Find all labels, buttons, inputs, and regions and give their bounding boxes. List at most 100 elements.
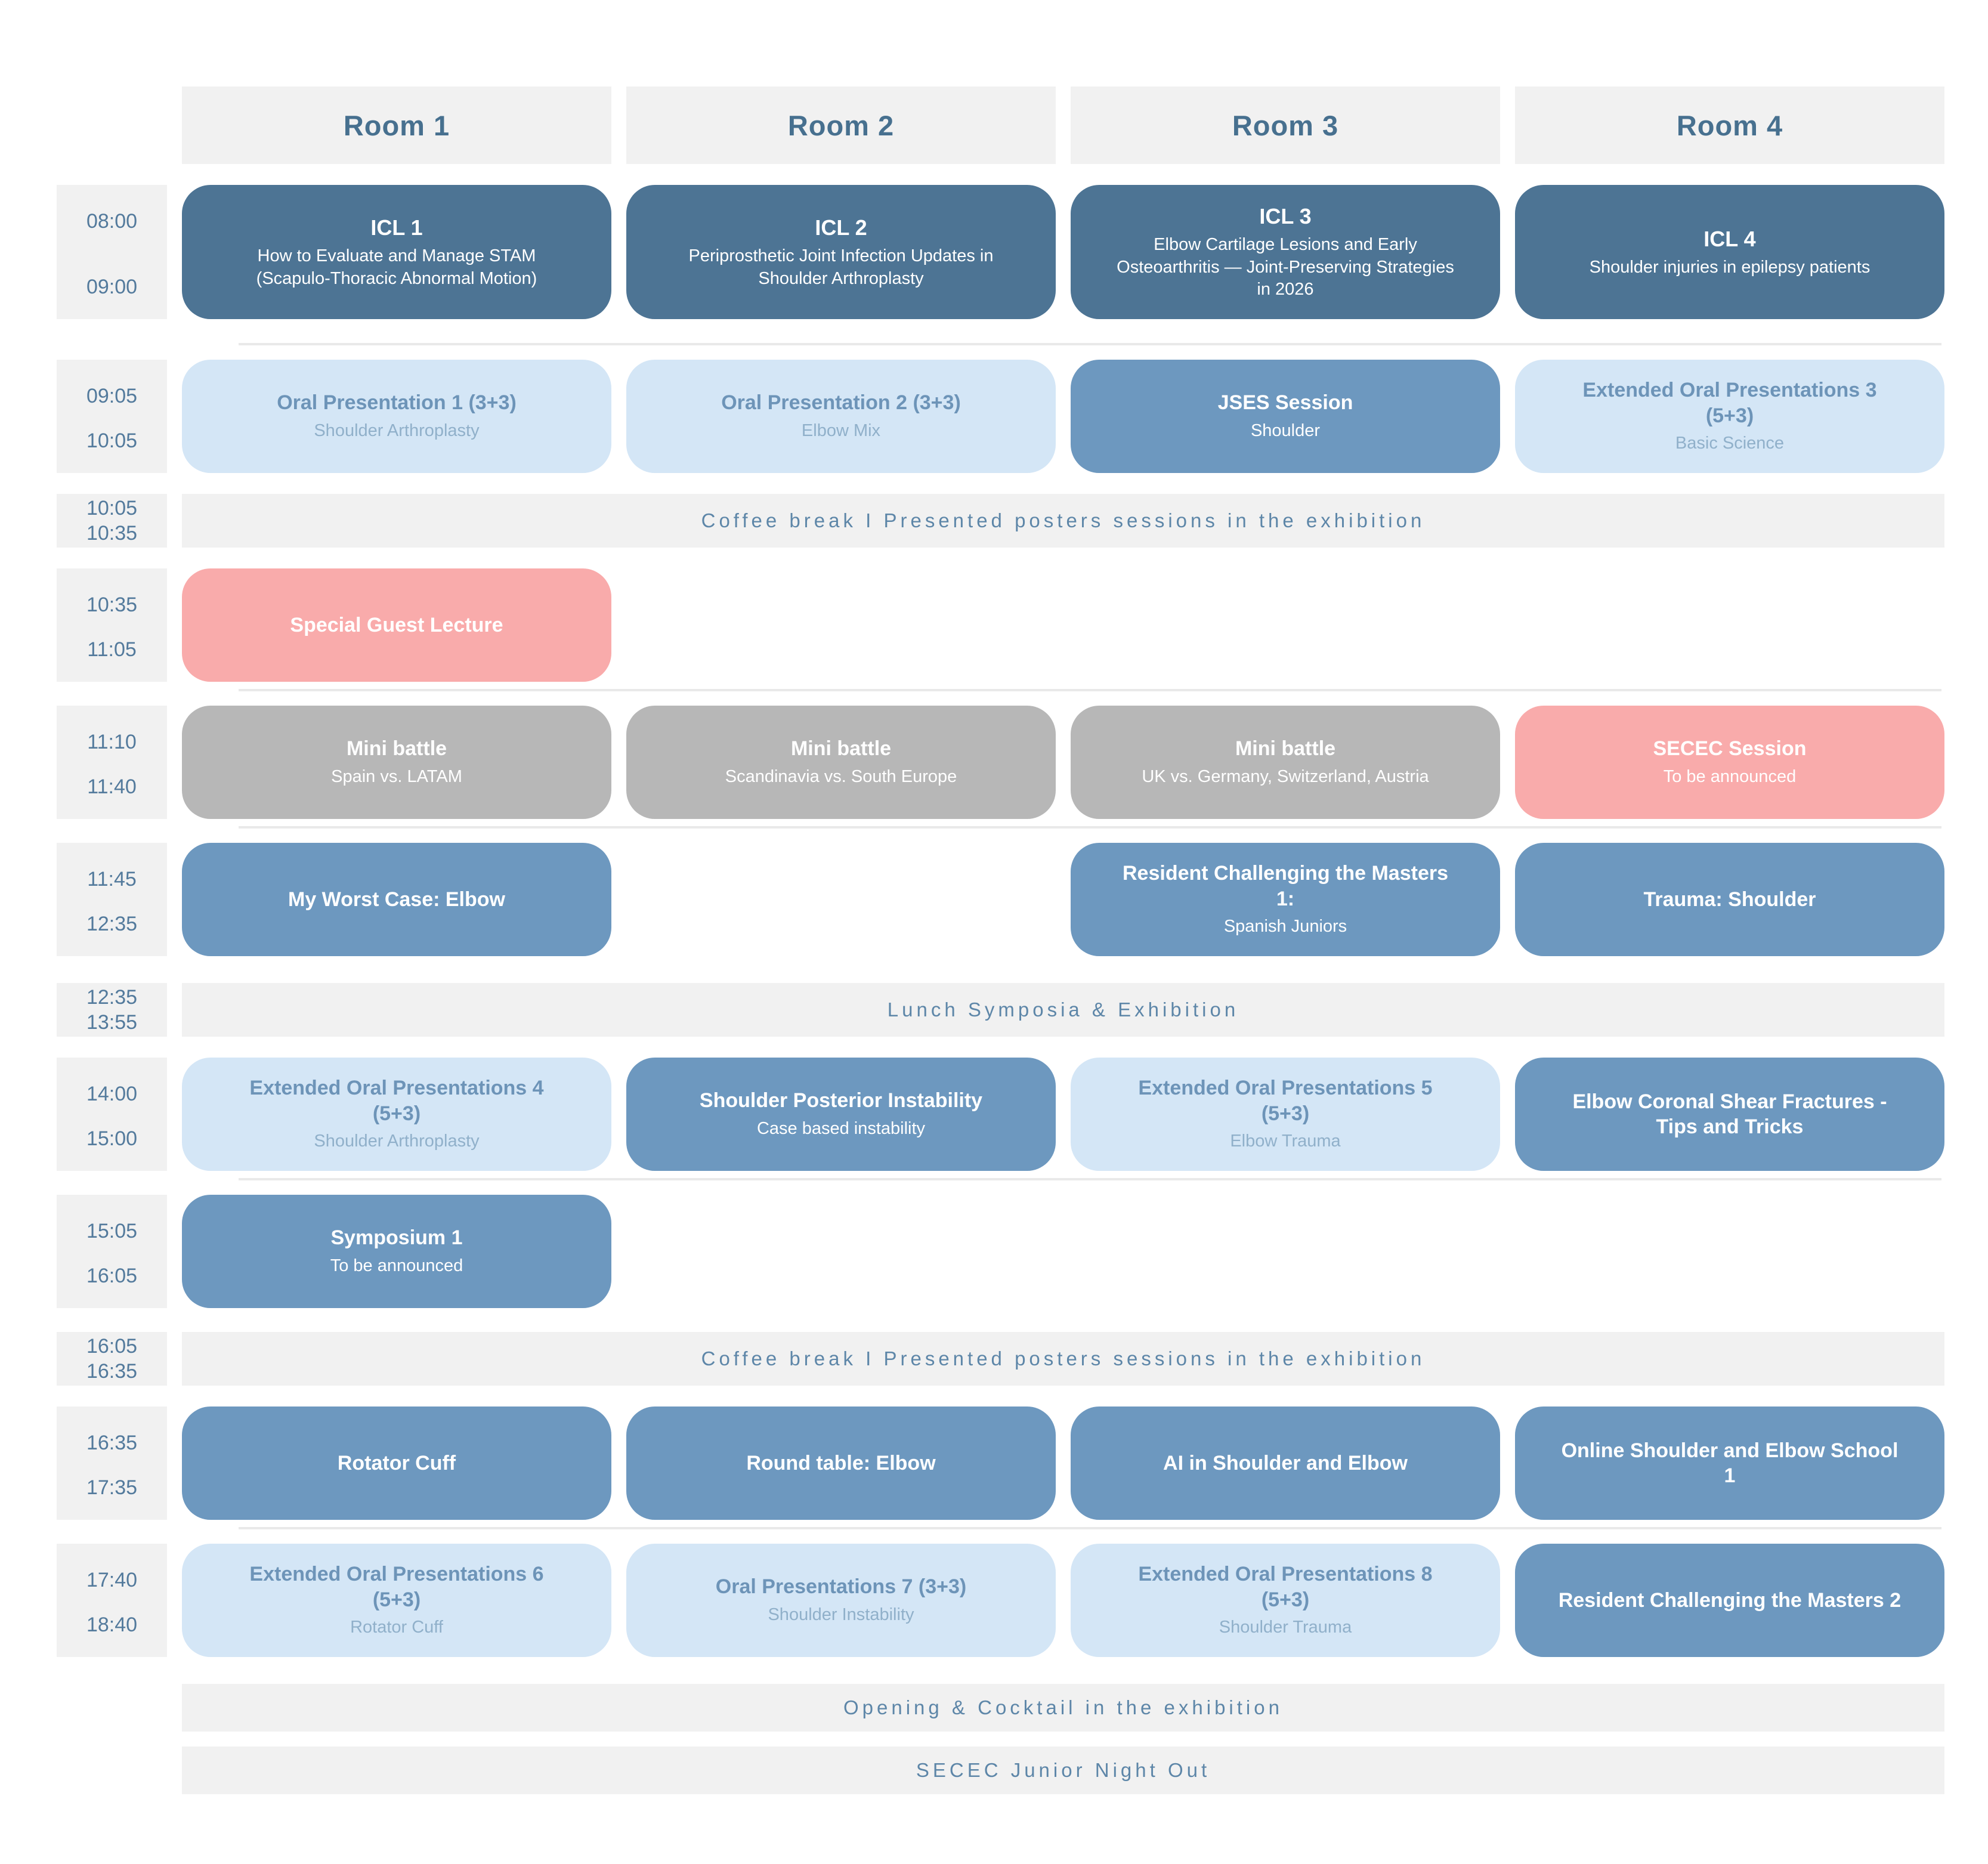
session-shoulder-posterior-instability: Shoulder Posterior Instability Case base… — [626, 1058, 1056, 1171]
session-online-school: Online Shoulder and Elbow School 1 — [1515, 1406, 1944, 1520]
session-title: Shoulder Posterior Instability — [699, 1089, 983, 1112]
time-range: 10:35 11:05 — [57, 568, 167, 682]
session-title: ICL 2 — [815, 215, 867, 240]
time-range: 14:00 15:00 — [57, 1058, 167, 1171]
session-extended-oral-3: Extended Oral Presentations 3 (5+3) Basi… — [1515, 360, 1944, 473]
row-divider — [239, 1527, 1941, 1529]
session-jses: JSES Session Shoulder — [1071, 360, 1500, 473]
footer-bar-junior-night-out: SECEC Junior Night Out — [182, 1746, 1944, 1794]
session-extended-oral-4: Extended Oral Presentations 4 (5+3) Shou… — [182, 1058, 611, 1171]
time-range-break: 16:05 16:35 — [57, 1332, 167, 1386]
session-secec-session: SECEC Session To be announced — [1515, 706, 1944, 819]
session-content: Extended Oral Presentations 4 (5+3) Shou… — [224, 1075, 570, 1153]
time-start: 12:35 — [86, 985, 138, 1009]
time-end: 09:00 — [86, 276, 138, 298]
break-bar-coffee-2: Coffee break I Presented posters session… — [182, 1332, 1944, 1386]
session-subtitle: Case based instability — [756, 1118, 926, 1138]
time-range-break: 10:05 10:35 — [57, 494, 167, 548]
session-subtitle: Elbow Mix — [801, 421, 881, 440]
session-title: Oral Presentation 2 (3+3) — [721, 391, 961, 415]
session-content: Extended Oral Presentations 8 (5+3) Shou… — [1112, 1562, 1458, 1639]
session-subtitle: Shoulder Arthroplasty — [314, 1132, 480, 1151]
break-label: Coffee break I Presented posters session… — [701, 1347, 1426, 1370]
session-subtitle: Shoulder Trauma — [1219, 1618, 1352, 1637]
empty-slot — [1071, 568, 1500, 682]
room-header-3-label: Room 3 — [1232, 109, 1339, 141]
session-title: Extended Oral Presentations 8 (5+3) — [1138, 1563, 1433, 1611]
session-content: Rotator Cuff — [338, 1451, 456, 1476]
session-subtitle: How to Evaluate and Manage STAM (Scapulo… — [256, 246, 537, 288]
footer-bar-opening-cocktail: Opening & Cocktail in the exhibition — [182, 1684, 1944, 1732]
session-title: ICL 3 — [1259, 203, 1312, 228]
session-title: ICL 4 — [1703, 226, 1756, 251]
session-resident-challenging-2: Resident Challenging the Masters 2 — [1515, 1544, 1944, 1657]
session-title: Extended Oral Presentations 4 (5+3) — [249, 1077, 544, 1125]
session-title: AI in Shoulder and Elbow — [1163, 1451, 1408, 1474]
session-content: Extended Oral Presentations 5 (5+3) Elbo… — [1112, 1075, 1458, 1153]
row-divider — [239, 689, 1941, 691]
session-content: Online Shoulder and Elbow School 1 — [1557, 1438, 1903, 1489]
session-icl-2: ICL 2 Periprosthetic Joint Infection Upd… — [626, 185, 1056, 319]
row-divider — [239, 343, 1941, 345]
session-oral-presentations-7: Oral Presentations 7 (3+3) Shoulder Inst… — [626, 1544, 1056, 1657]
session-title: JSES Session — [1217, 391, 1353, 415]
break-label: Coffee break I Presented posters session… — [701, 509, 1426, 531]
row-divider — [239, 826, 1941, 829]
session-subtitle: Elbow Cartilage Lesions and Early Osteoa… — [1117, 234, 1454, 299]
session-special-guest-lecture: Special Guest Lecture — [182, 568, 611, 682]
session-subtitle: Elbow Trauma — [1230, 1132, 1341, 1151]
time-start: 08:00 — [86, 210, 138, 233]
footer-row-opening: Opening & Cocktail in the exhibition — [57, 1684, 1988, 1732]
session-ai-shoulder-elbow: AI in Shoulder and Elbow — [1071, 1406, 1500, 1520]
session-content: JSES Session Shoulder — [1218, 390, 1353, 442]
session-title: Mini battle — [346, 737, 447, 761]
session-content: Mini battle Spain vs. LATAM — [331, 736, 462, 788]
session-content: Resident Challenging the Masters 1: Span… — [1112, 861, 1458, 938]
time-start: 11:10 — [87, 731, 137, 753]
time-end: 12:35 — [86, 913, 138, 935]
session-oral-presentation-1: Oral Presentation 1 (3+3) Shoulder Arthr… — [182, 360, 611, 473]
session-extended-oral-6: Extended Oral Presentations 6 (5+3) Rota… — [182, 1544, 611, 1657]
session-content: Oral Presentation 2 (3+3) Elbow Mix — [721, 390, 961, 442]
time-end: 10:35 — [86, 522, 138, 545]
session-row-symposium: 15:05 16:05 Symposium 1 To be announced — [57, 1195, 1988, 1308]
session-content: ICL 4 Shoulder injuries in epilepsy pati… — [1590, 225, 1870, 279]
break-label: Lunch Symposia & Exhibition — [887, 999, 1239, 1021]
session-content: Mini battle Scandinavia vs. South Europe — [725, 736, 957, 788]
session-resident-challenging-1: Resident Challenging the Masters 1: Span… — [1071, 843, 1500, 956]
footer-label: Opening & Cocktail in the exhibition — [843, 1696, 1283, 1718]
session-content: Extended Oral Presentations 3 (5+3) Basi… — [1557, 378, 1903, 455]
footer-label: SECEC Junior Night Out — [916, 1759, 1211, 1781]
session-title: Mini battle — [790, 737, 892, 761]
time-start: 17:40 — [86, 1569, 138, 1591]
session-rotator-cuff: Rotator Cuff — [182, 1406, 611, 1520]
time-start: 16:35 — [86, 1432, 138, 1454]
time-end: 13:55 — [86, 1011, 138, 1034]
break-row-coffee-1: 10:05 10:35 Coffee break I Presented pos… — [57, 494, 1988, 548]
footer-time-spacer — [57, 1684, 167, 1732]
session-extended-oral-8: Extended Oral Presentations 8 (5+3) Shou… — [1071, 1544, 1500, 1657]
session-oral-presentation-2: Oral Presentation 2 (3+3) Elbow Mix — [626, 360, 1056, 473]
time-start: 10:05 — [86, 496, 138, 520]
session-mini-battle-2: Mini battle Scandinavia vs. South Europe — [626, 706, 1056, 819]
room-header-1: Room 1 — [182, 86, 611, 164]
session-title: Extended Oral Presentations 5 (5+3) — [1138, 1077, 1433, 1125]
session-title: My Worst Case: Elbow — [288, 888, 505, 911]
session-icl-4: ICL 4 Shoulder injuries in epilepsy pati… — [1515, 185, 1944, 319]
time-range-icl: 08:00 09:00 — [57, 185, 167, 319]
row-divider — [239, 1178, 1941, 1180]
session-title: Elbow Coronal Shear Fractures - Tips and… — [1572, 1090, 1887, 1139]
session-content: Resident Challenging the Masters 2 — [1559, 1588, 1901, 1613]
session-row-oral-1: 09:05 10:05 Oral Presentation 1 (3+3) Sh… — [57, 360, 1988, 473]
time-start: 16:05 — [86, 1334, 138, 1358]
time-range: 09:05 10:05 — [57, 360, 167, 473]
break-row-coffee-2: 16:05 16:35 Coffee break I Presented pos… — [57, 1332, 1988, 1386]
session-content: Mini battle UK vs. Germany, Switzerland,… — [1142, 736, 1429, 788]
empty-slot — [1071, 1195, 1500, 1308]
session-content: SECEC Session To be announced — [1653, 736, 1807, 788]
time-range: 11:45 12:35 — [57, 843, 167, 956]
room-header-3: Room 3 — [1071, 86, 1500, 164]
time-end: 16:05 — [86, 1265, 138, 1287]
session-icl-1: ICL 1 How to Evaluate and Manage STAM (S… — [182, 185, 611, 319]
